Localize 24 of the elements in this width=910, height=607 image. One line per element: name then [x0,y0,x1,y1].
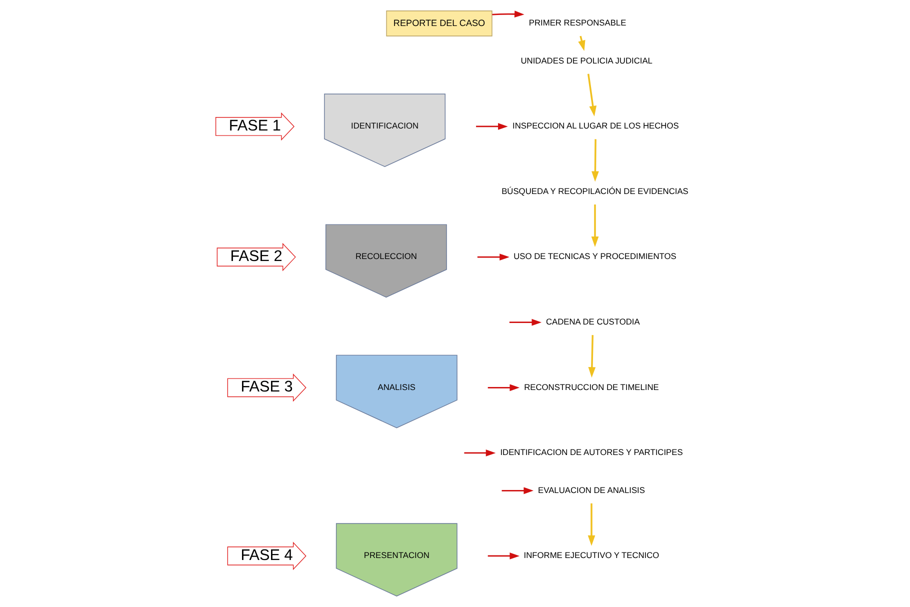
arrow [586,74,596,116]
node-text: IDENTIFICACION DE AUTORES Y PARTICIPES [500,447,682,458]
node-text: PRIMER RESPONSABLE [528,18,626,28]
arrow [487,552,520,560]
node-text: USO DE TECNICAS Y PROCEDIMIENTOS [513,251,676,262]
arrow [587,503,595,546]
arrow [591,139,598,182]
node-box: REPORTE DEL CASO [386,10,492,36]
arrow [476,123,508,130]
node-text: EVALUACION DE ANALISIS [538,484,644,495]
node-text: INSPECCION AL LUGAR DE LOS HECHOS [512,120,678,131]
arrow [487,384,520,392]
arrow [590,204,598,248]
arrow [464,450,496,456]
arrow [588,335,596,378]
arrow [508,318,542,326]
arrow [501,487,533,494]
node-text: INFORME EJECUTIVO Y TECNICO [523,550,659,560]
node-text: RECONSTRUCCION DE TIMELINE [524,382,658,392]
node-text: UNIDADES DE POLICIA JUDICIAL [520,55,652,66]
arrow [476,254,509,260]
arrow [492,10,524,18]
node-text: BÚSQUEDA Y RECOPILACIÓN DE EVIDENCIAS [501,186,688,196]
node-text: CADENA DE CUSTODIA [545,316,640,327]
